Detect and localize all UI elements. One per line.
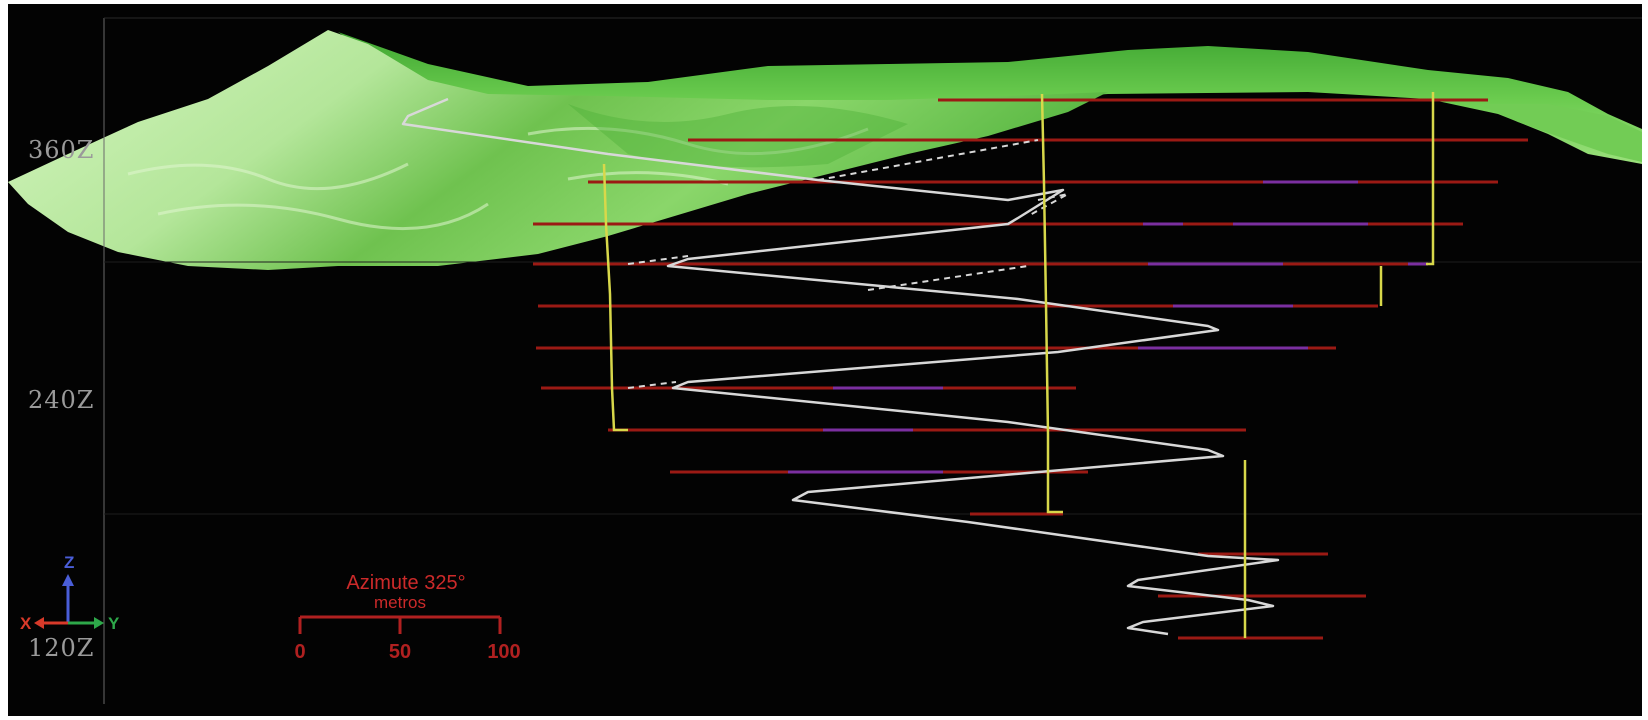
level-lines bbox=[533, 98, 1528, 640]
3d-section-viewport[interactable]: 360Z 240Z 120Z bbox=[8, 4, 1642, 716]
axis-z-label: Z bbox=[64, 553, 74, 572]
scale-tick-100: 100 bbox=[487, 641, 520, 663]
axis-y-label: Y bbox=[108, 614, 120, 633]
zigzag-path bbox=[401, 97, 1280, 636]
scale-bar: Azimute 325° metros 0 50 100 bbox=[294, 572, 520, 663]
scale-ruler bbox=[298, 615, 502, 634]
drillhole-trace bbox=[1040, 93, 1063, 514]
drillholes bbox=[602, 92, 1435, 638]
scale-unit: metros bbox=[374, 593, 426, 612]
highlight-intervals bbox=[788, 180, 1428, 474]
drillhole-trace bbox=[1426, 92, 1435, 266]
elevation-label-240z: 240Z bbox=[28, 386, 94, 414]
elevation-grid bbox=[103, 17, 1642, 704]
terrain-right-tail bbox=[1478, 104, 1642, 162]
terrain-front-slope bbox=[8, 30, 1108, 270]
terrain-surface bbox=[8, 30, 1642, 270]
axis-x-label: X bbox=[20, 614, 32, 633]
scale-tick-50: 50 bbox=[389, 641, 411, 663]
drillhole-trace bbox=[602, 163, 628, 432]
elevation-label-360z: 360Z bbox=[28, 136, 94, 164]
axis-triad-icon[interactable]: Z X Y bbox=[20, 553, 120, 633]
scale-title: Azimute 325° bbox=[346, 572, 465, 594]
terrain-texture bbox=[127, 126, 869, 231]
elevation-label-120z: 120Z bbox=[28, 634, 94, 662]
section-drawing: 360Z 240Z 120Z bbox=[8, 17, 1642, 704]
terrain-shade bbox=[568, 104, 908, 168]
scale-tick-0: 0 bbox=[294, 641, 305, 663]
dashed-traces bbox=[627, 139, 1069, 389]
